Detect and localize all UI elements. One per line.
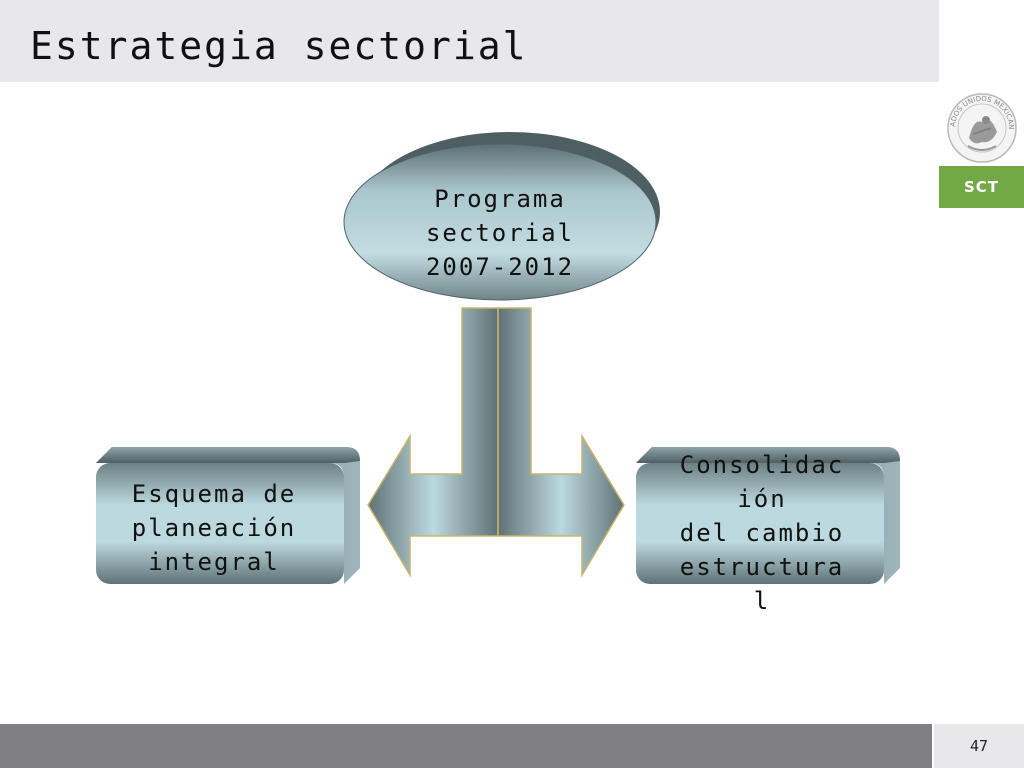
label-line: del cambio xyxy=(679,519,845,547)
label-line: l xyxy=(753,587,771,615)
label-line: ión xyxy=(737,485,787,513)
label-line: Consolidac xyxy=(679,451,845,479)
node-label-left: Esquema de planeación integral xyxy=(96,477,332,579)
label-line: Esquema de xyxy=(131,480,297,508)
label-line: 2007-2012 xyxy=(425,253,575,281)
label-line: integral xyxy=(148,548,280,576)
connector-arrows xyxy=(367,307,625,578)
sct-badge: SCT xyxy=(939,166,1024,208)
arrow-to-right xyxy=(497,307,625,578)
label-line: estructura xyxy=(679,553,845,581)
node-label-right: Consolidac ión del cambio estructura l xyxy=(642,448,882,618)
node-label-center: Programa sectorial 2007-2012 xyxy=(380,182,620,284)
label-line: Programa xyxy=(434,185,566,213)
footer-bar xyxy=(0,724,932,768)
page-number: 47 xyxy=(934,724,1024,768)
title-bar: Estrategia sectorial xyxy=(0,0,939,82)
node-consolidacion xyxy=(636,447,900,584)
node-esquema-planeacion xyxy=(96,447,360,584)
mexican-seal-icon: ESTADOS UNIDOS MEXICANOS xyxy=(938,82,1023,166)
page-title: Estrategia sectorial xyxy=(30,24,528,68)
node-programa-sectorial xyxy=(343,132,660,301)
label-line: sectorial xyxy=(425,219,575,247)
arrow-to-left xyxy=(367,307,499,578)
label-line: planeación xyxy=(131,514,297,542)
